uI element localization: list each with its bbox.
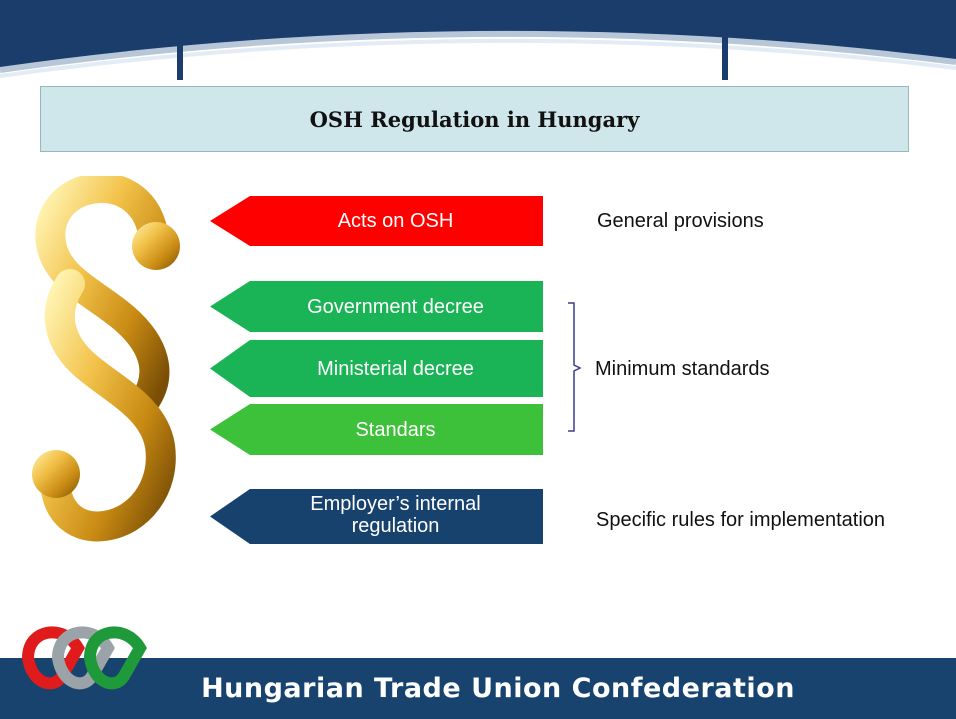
row-label-line1: Employer’s internal bbox=[310, 493, 481, 515]
section-sign-icon bbox=[32, 176, 180, 542]
footer-bar: Hungarian Trade Union Confederation bbox=[0, 658, 956, 719]
label-general-provisions: General provisions bbox=[597, 210, 764, 232]
row-label: Acts on OSH bbox=[337, 210, 454, 232]
title-box: OSH Regulation in Hungary bbox=[40, 86, 909, 152]
slide-title: OSH Regulation in Hungary bbox=[309, 106, 640, 132]
label-specific-rules: Specific rules for implementation bbox=[596, 509, 886, 531]
row-employer-internal-regulation: Employer’s internal regulation bbox=[210, 489, 543, 544]
label-minimum-standards: Minimum standards bbox=[595, 358, 770, 380]
union-logo-icon bbox=[21, 626, 147, 690]
header-decoration bbox=[0, 0, 956, 80]
row-ministerial-decree: Ministerial decree bbox=[210, 340, 543, 397]
row-standars: Standars bbox=[210, 404, 543, 455]
grouping-bracket bbox=[568, 302, 582, 432]
row-label: Government decree bbox=[307, 295, 484, 318]
row-label-line2: regulation bbox=[351, 515, 440, 537]
row-government-decree: Government decree bbox=[210, 281, 543, 332]
row-label: Standars bbox=[355, 418, 436, 441]
row-label: Ministerial decree bbox=[317, 357, 474, 380]
footer-title: Hungarian Trade Union Confederation bbox=[201, 673, 795, 704]
row-acts-on-osh: Acts on OSH bbox=[210, 196, 543, 246]
